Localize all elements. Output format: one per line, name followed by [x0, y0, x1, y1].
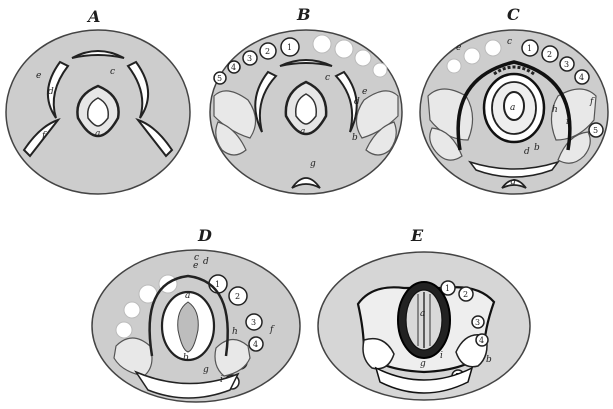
- panel-d-label-h: h: [232, 327, 238, 337]
- panel-d-label-e: e: [193, 261, 198, 271]
- panel-e-label-i: i: [440, 351, 443, 361]
- panel-d-num-1: 1: [215, 280, 220, 289]
- panel-c-num-2: 2: [547, 50, 552, 59]
- panel-c-stamen-l3: [447, 59, 461, 73]
- panel-c-letter: C: [507, 5, 520, 24]
- panel-a-letter: A: [86, 7, 100, 26]
- panel-d: D 1 2 3 4 5 6 a b c d e f g h: [92, 226, 300, 402]
- panel-d-label-b: b: [183, 353, 189, 363]
- panel-b-label-d: d: [354, 97, 360, 107]
- panel-d-label-i: i: [220, 375, 223, 385]
- panel-c-num-1: 1: [527, 44, 532, 53]
- panel-c-label-h: h: [552, 105, 558, 115]
- panel-d-stamen-l4: [116, 322, 132, 338]
- panel-c: C 1 2 3 4 5 a b c d e f: [420, 5, 608, 194]
- panel-b-label-b: b: [352, 133, 358, 143]
- panel-e: E 1 2 3 4 5 a b g i: [318, 226, 530, 400]
- panel-a-label-e: e: [36, 71, 41, 81]
- panel-c-label-c: c: [507, 37, 512, 47]
- panel-a-label-c: c: [110, 67, 115, 77]
- panel-d-label-a: a: [185, 291, 190, 301]
- panel-e-num-3: 3: [475, 318, 480, 327]
- panel-b-stamen-r2: [335, 40, 353, 58]
- panel-d-label-d: d: [203, 257, 209, 267]
- panel-c-num-5: 5: [593, 126, 598, 135]
- panel-b-stamen-r1: [313, 35, 331, 53]
- panel-a-label-d: d: [48, 87, 54, 97]
- panel-e-label-b: b: [486, 355, 492, 365]
- panel-b: B 1 2 3 4 5 a b c d e g: [210, 5, 402, 194]
- panel-b-num-1: 1: [287, 43, 292, 52]
- panel-c-stamen-l2: [464, 48, 480, 64]
- panel-b-label-g: g: [310, 159, 316, 169]
- panel-d-stamen-l3: [124, 302, 140, 318]
- panel-b-stamen-r3: [355, 50, 371, 66]
- panel-b-num-2: 2: [265, 47, 270, 56]
- panel-b-num-3: 3: [247, 54, 252, 63]
- panel-c-label-d: d: [524, 147, 530, 157]
- panel-b-stamen-r4: [373, 63, 387, 77]
- panel-c-num-4: 4: [579, 73, 584, 82]
- panel-e-num-1: 1: [445, 284, 450, 293]
- panel-c-label-i: i: [566, 117, 569, 127]
- panel-e-label-g: g: [420, 359, 426, 369]
- panel-e-num-2: 2: [463, 290, 468, 299]
- panel-d-num-4: 4: [253, 340, 258, 349]
- panel-e-label-a: a: [420, 309, 425, 319]
- panel-b-num-4: 4: [231, 63, 236, 72]
- panel-b-letter: B: [296, 5, 311, 24]
- panel-b-label-c: c: [325, 73, 330, 83]
- panel-d-letter: D: [197, 226, 212, 245]
- panel-c-num-3: 3: [564, 60, 569, 69]
- panel-c-label-b: b: [534, 143, 540, 153]
- panel-c-label-e: e: [456, 43, 461, 53]
- panel-d-num-3: 3: [251, 318, 256, 327]
- panel-b-label-a: a: [300, 127, 305, 137]
- panel-c-stamen-l1: [485, 40, 501, 56]
- panel-c-label-g: g: [510, 177, 516, 187]
- panel-e-letter: E: [410, 226, 424, 245]
- panel-a: A e d c a f: [6, 7, 190, 194]
- panel-b-label-e: e: [362, 87, 367, 97]
- panel-e-num-4: 4: [479, 336, 484, 345]
- panel-d-label-g: g: [203, 365, 209, 375]
- panel-b-num-5: 5: [217, 74, 222, 83]
- panel-a-label-a: a: [95, 129, 100, 139]
- panel-d-num-2: 2: [235, 292, 240, 301]
- panel-c-label-a: a: [510, 103, 515, 113]
